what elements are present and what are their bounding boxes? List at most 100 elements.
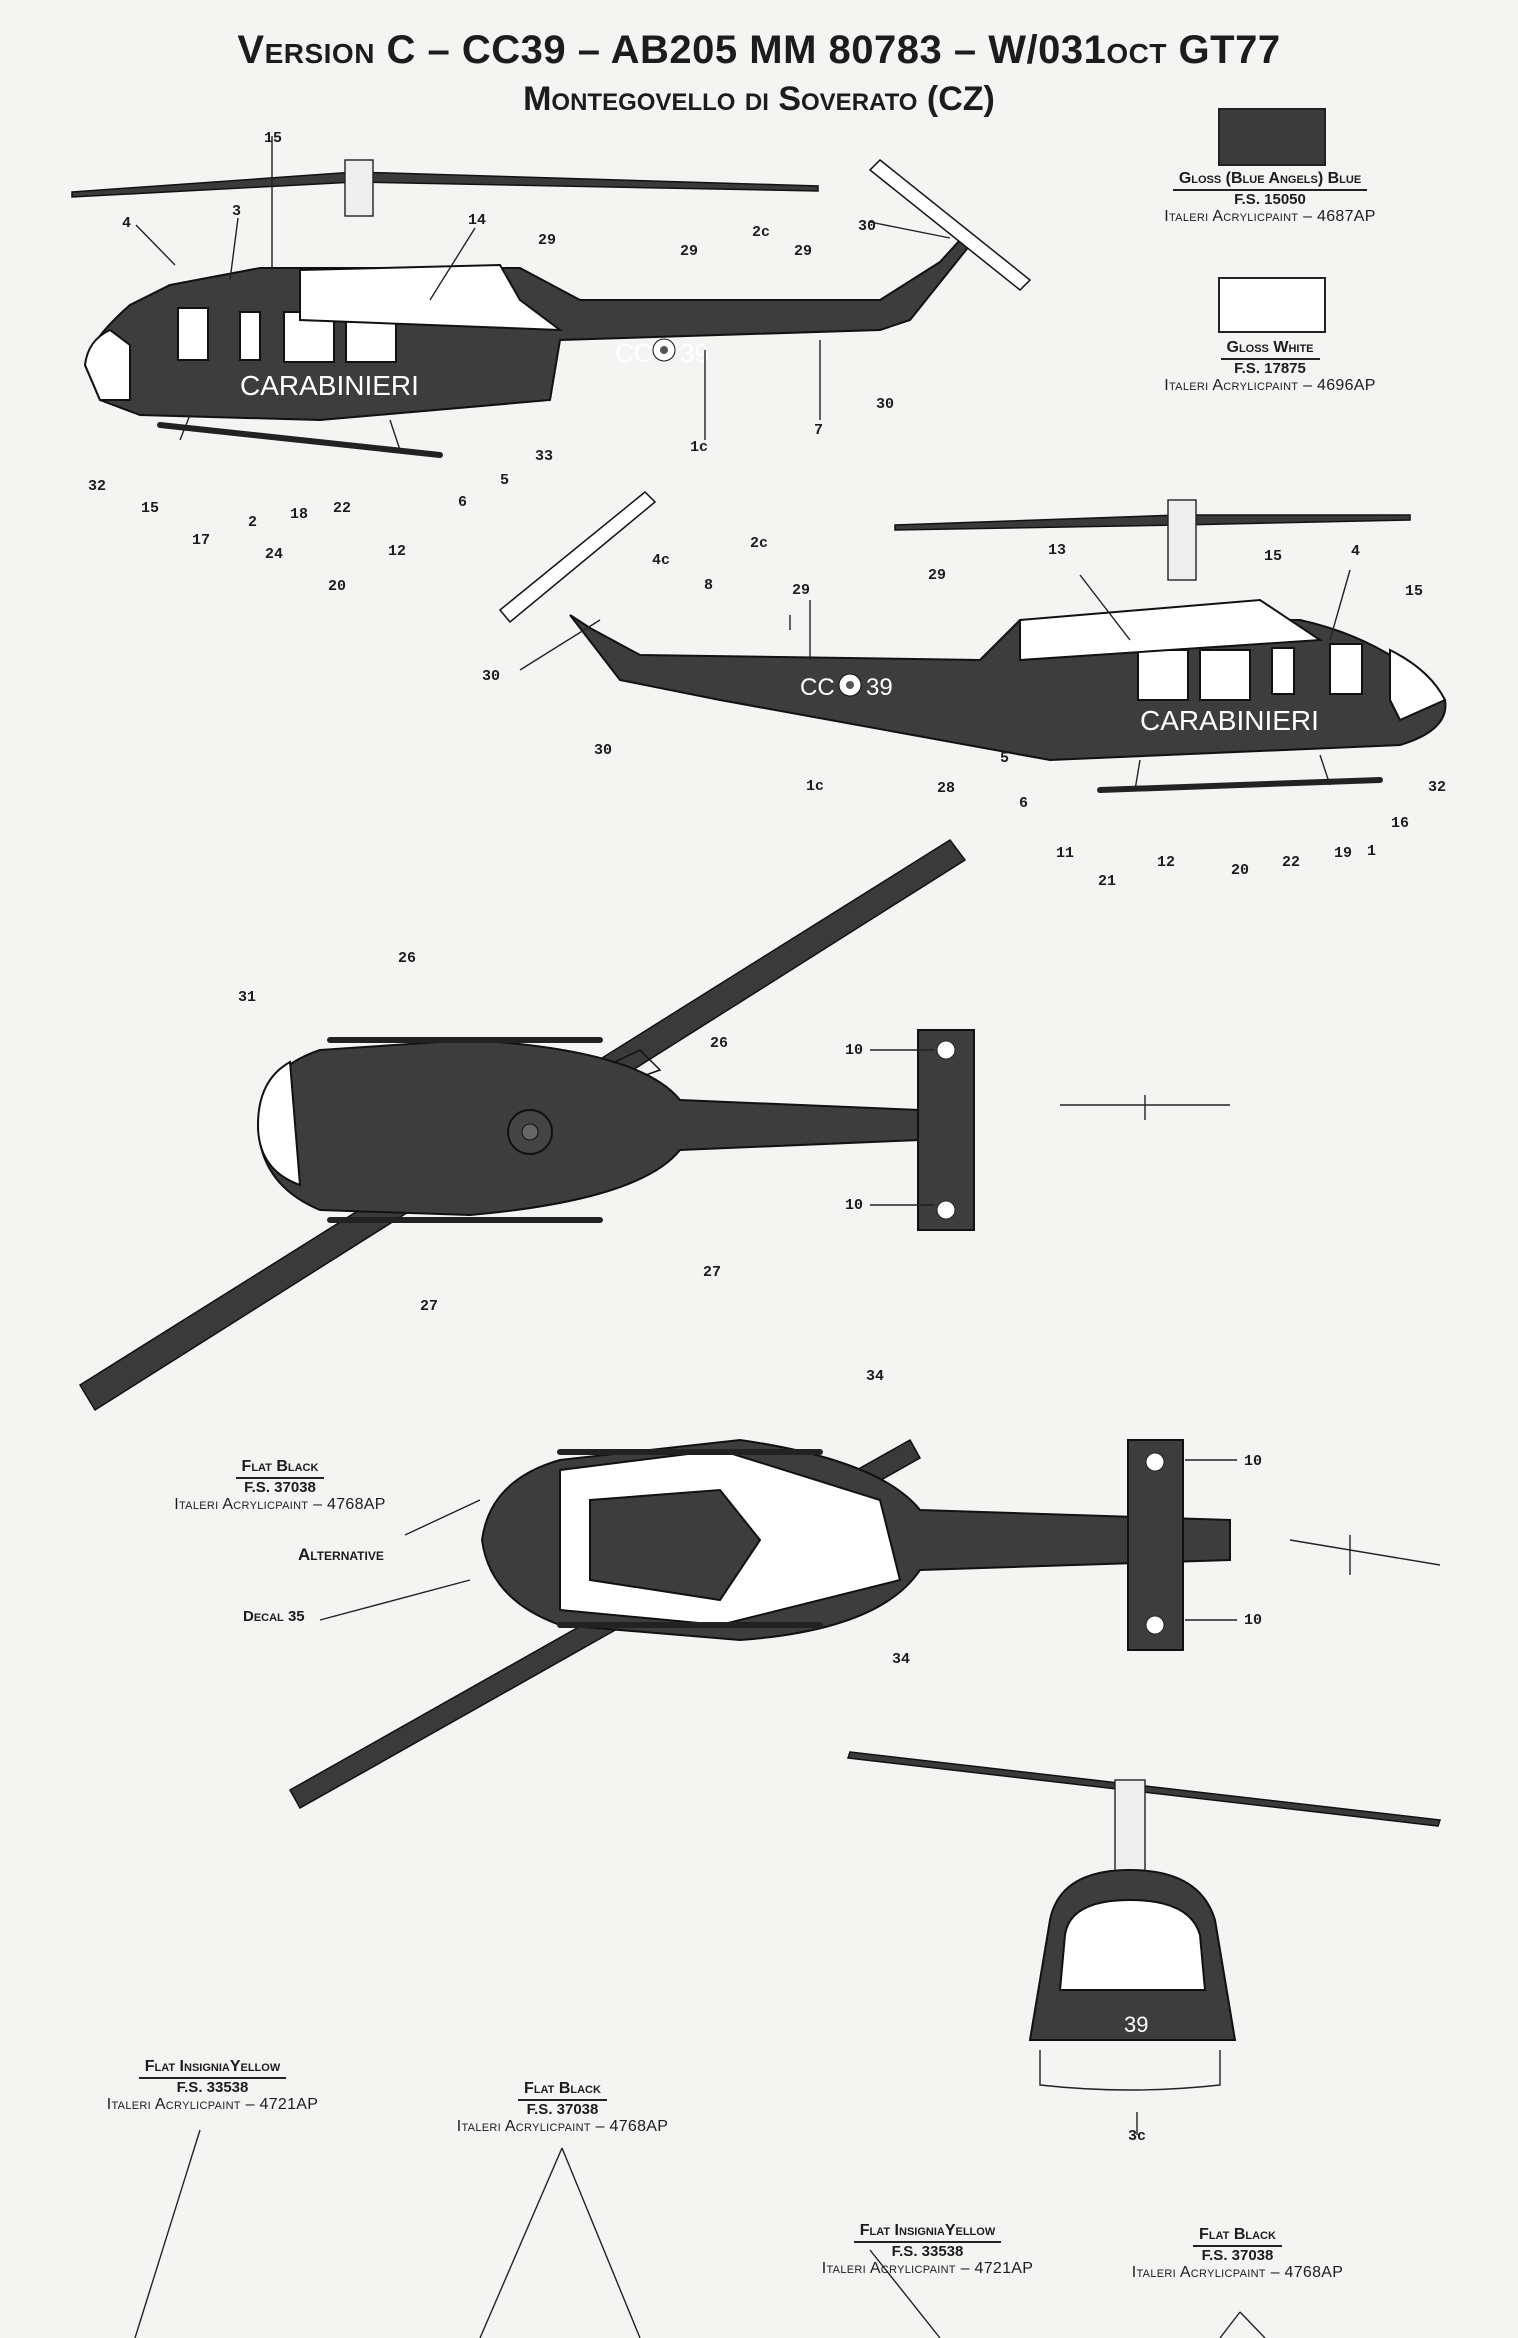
callout: 8 [704,577,714,594]
callout: 10 [845,1042,864,1059]
paint-brand: Italeri Acrylicpaint – 4721AP [821,2260,1034,2277]
side-view-right: CARABINIERI CC 39 [498,490,1447,793]
callout: 21 [1098,873,1117,890]
callout: 32 [88,478,107,495]
paint-fs: F.S. 37038 [1201,2247,1274,2264]
paint-fs: F.S. 15050 [1234,191,1306,208]
paint-name: Flat InsigniaYellow [138,2058,287,2079]
callout: 11 [1056,845,1075,862]
callout: 5 [500,472,510,489]
callout: 16 [1391,815,1410,832]
paint-fs: F.S. 33538 [176,2079,249,2096]
callout: 1 [1367,843,1377,860]
paint-fs: F.S. 37038 [244,1479,316,1496]
callout: 22 [1282,854,1301,871]
callout: 13 [1048,542,1067,559]
callout: 12 [1157,854,1176,871]
callout: 3c [1128,2128,1147,2145]
paint-name: Flat Black [235,1458,325,1479]
callout: 4c [652,552,671,569]
paint-fs: F.S. 37038 [526,2101,599,2118]
callout: 30 [482,668,501,685]
paint-swatch-blue [1218,108,1326,166]
paint-black-mid: Flat Black F.S. 37038 Italeri Acrylicpai… [160,1458,400,1514]
callout: 1c [806,778,825,795]
front-view: 39 [846,1751,1442,2091]
paint-blue: Gloss (Blue Angels) Blue F.S. 15050 Ital… [1130,170,1410,226]
num-marking-right: 39 [866,674,893,701]
carabinieri-marking-left: CARABINIERI [240,370,419,401]
callout: 33 [535,448,554,465]
callout: 29 [928,567,947,584]
callout: 27 [703,1264,722,1281]
top-view [78,838,1230,1412]
callout: 29 [538,232,557,249]
callout: 3 [232,203,242,220]
callout: 20 [328,578,347,595]
callout: 2c [752,224,771,241]
callout: 20 [1231,862,1250,879]
callout: 10 [845,1197,864,1214]
callout: 30 [594,742,613,759]
paint-brand: Italeri Acrylicpaint – 4768AP [1131,2264,1344,2281]
leader-lines [134,136,1351,2338]
callout: 32 [1428,779,1447,796]
side-view-left: CARABINIERI CC 39 [71,158,1032,458]
page-title: Version C – CC39 – AB205 MM 80783 – W/03… [237,28,1281,72]
callout: 4 [122,215,132,232]
paint-brand: Italeri Acrylicpaint – 4721AP [106,2096,319,2113]
callout: 34 [892,1651,911,1668]
callout: 2 [248,514,258,531]
callout: 15 [1405,583,1424,600]
callout: 34 [866,1368,885,1385]
paint-swatch-white [1218,277,1326,333]
decal-35-note: Decal 35 [243,1608,305,1625]
alternative-note: Alternative [298,1545,384,1564]
callout: 15 [1264,548,1283,565]
callout: 14 [468,212,487,229]
paint-fs: F.S. 17875 [1234,360,1306,377]
callout: 30 [876,396,895,413]
paint-name: Gloss White [1220,339,1320,360]
paint-name: Flat Black [518,2080,607,2101]
callout: 30 [858,218,877,235]
cc-marking-right: CC [800,674,835,701]
callout: 10 [1244,1612,1263,1629]
paint-name: Flat InsigniaYellow [853,2222,1002,2243]
callout: 1c [690,439,709,456]
callout: 12 [388,543,407,560]
paint-black-left: Flat Black F.S. 37038 Italeri Acrylicpai… [440,2080,685,2136]
callout: 26 [398,950,417,967]
paint-brand: Italeri Acrylicpaint – 4696AP [1164,377,1376,394]
callout: 27 [420,1298,439,1315]
callout: 28 [937,780,956,797]
paint-brand: Italeri Acrylicpaint – 4687AP [1164,208,1376,225]
paint-fs: F.S. 33538 [891,2243,964,2260]
callout: 18 [290,506,309,523]
num-marking-left: 39 [680,338,709,368]
callout: 26 [710,1035,729,1052]
callout: 7 [814,422,824,439]
callout: 22 [333,500,352,517]
paint-name: Gloss (Blue Angels) Blue [1172,170,1368,191]
cc-marking-left: CC [615,338,653,368]
callout: 19 [1334,845,1353,862]
callout: 15 [264,130,283,147]
callout: 17 [192,532,211,549]
callout: 6 [1019,795,1029,812]
page-subtitle: Montegovello di Soverato (CZ) [523,80,995,118]
callout: 6 [458,494,468,511]
paint-black-right: Flat Black F.S. 37038 Italeri Acrylicpai… [1115,2226,1360,2282]
bottom-view [288,1438,1441,1810]
callout: 2c [750,535,769,552]
num-marking-front: 39 [1124,2012,1148,2037]
callout: 31 [238,989,257,1006]
paint-white: Gloss White F.S. 17875 Italeri Acrylicpa… [1130,339,1410,395]
callout: 10 [1244,1453,1263,1470]
callout: 4 [1351,543,1361,560]
paint-yellow-left: Flat InsigniaYellow F.S. 33538 Italeri A… [85,2058,340,2114]
paint-name: Flat Black [1193,2226,1282,2247]
paint-yellow-right: Flat InsigniaYellow F.S. 33538 Italeri A… [800,2222,1055,2278]
paint-brand: Italeri Acrylicpaint – 4768AP [174,1496,386,1513]
